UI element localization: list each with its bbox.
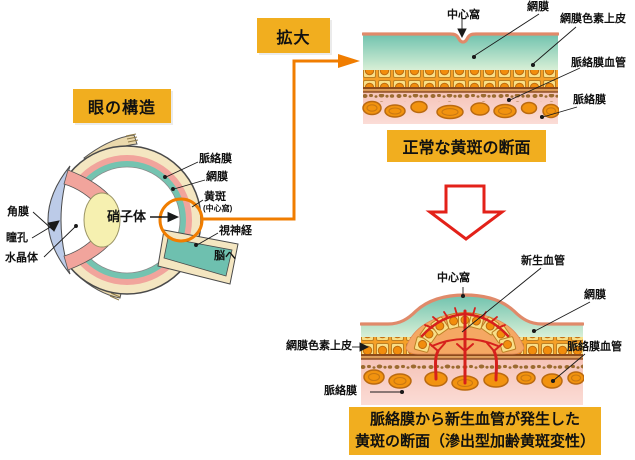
fovea-sub-label: (中心窩): [203, 204, 233, 213]
lens-label: 水晶体: [5, 252, 38, 264]
normal-choroid-label: 脈絡膜: [573, 94, 606, 106]
eye-structure-title: 眼の構造: [73, 89, 171, 123]
amd-caption-line1: 脈絡膜から新生血管が発生した: [369, 411, 580, 428]
cornea-label: 角膜: [7, 206, 29, 218]
macula-label: 黄斑: [204, 191, 226, 203]
normal-choroidal-vessel-label: 脈絡膜血管: [571, 57, 626, 69]
vitreous-label: 硝子体: [107, 209, 147, 224]
down-arrow-icon: [425, 184, 507, 241]
optic-nerve-label: 視神経: [219, 225, 252, 237]
normal-macula-illustration: [362, 32, 559, 124]
amd-neovessel-label: 新生血管: [521, 255, 565, 267]
choriocapillaris-band: [361, 361, 583, 369]
amd-choroidal-vessel-label: 脈絡膜血管: [567, 341, 622, 353]
normal-retina-label: 網膜: [527, 1, 549, 13]
normal-rpe-label: 網膜色素上皮: [560, 13, 626, 25]
eye-retina-label: 網膜: [206, 171, 228, 183]
amd-choroid-label: 脈絡膜: [324, 385, 357, 397]
to-brain-label: 脳へ: [214, 250, 236, 262]
membrane-line: [362, 32, 559, 44]
eye-choroid-label: 脈絡膜: [199, 153, 232, 165]
neovascular-vessels: [420, 307, 510, 385]
choriocapillaris-band: [363, 94, 558, 102]
amd-fovea-label: 中心窩: [437, 272, 470, 284]
enlarge-box: 拡大: [257, 18, 330, 53]
amd-rpe-label: 網膜色素上皮: [286, 340, 352, 352]
normal-panel-caption: 正常な黄斑の断面: [387, 130, 546, 162]
pupil-label: 瞳孔: [6, 232, 28, 244]
amd-retina-label: 網膜: [584, 289, 606, 301]
amd-caption-line2: 黄斑の断面（滲出型加齢黄斑変性）: [354, 433, 595, 450]
connector-arrowhead-icon: [338, 54, 360, 68]
amd-panel-caption: 脈絡膜から新生血管が発生した 黄斑の断面（滲出型加齢黄斑変性）: [349, 407, 601, 455]
amd-macula-illustration: [360, 293, 584, 405]
lens-shape: [83, 192, 121, 248]
eye-diagram: [36, 133, 239, 301]
normal-fovea-label: 中心窩: [447, 9, 480, 21]
